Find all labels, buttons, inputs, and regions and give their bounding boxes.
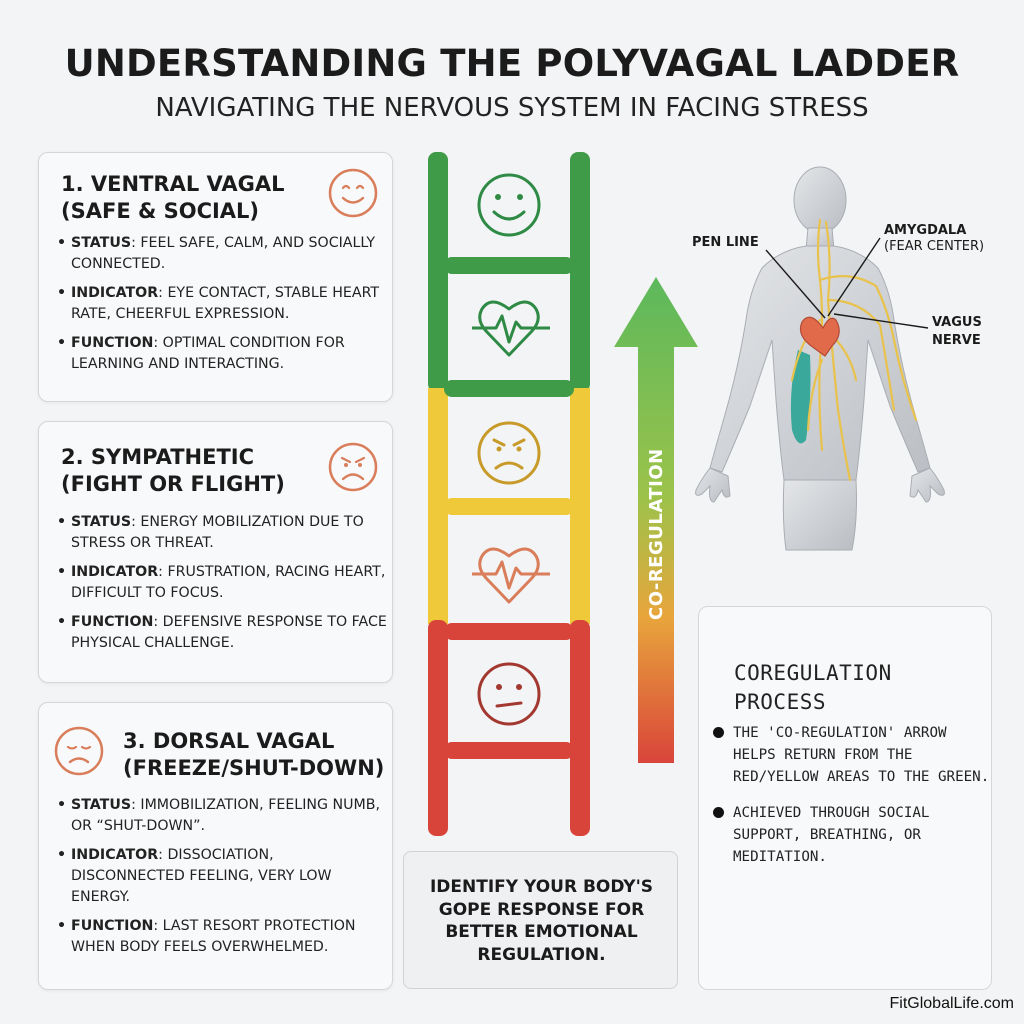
ladder-rung bbox=[444, 623, 574, 640]
ventral-function: FUNCTION: OPTIMAL CONDITION FOR LEARNING… bbox=[57, 333, 387, 375]
sympathetic-card: 2. SYMPATHETIC (FIGHT OR FLIGHT) STATUS:… bbox=[38, 421, 393, 683]
polyvagal-ladder bbox=[428, 152, 590, 836]
ventral-vagal-title-line1: 1. VENTRAL VAGAL bbox=[61, 172, 285, 196]
co-regulation-label: CO-REGULATION bbox=[646, 448, 667, 620]
smiling-face-icon bbox=[328, 168, 378, 218]
dorsal-vagal-title-line2: (FREEZE/SHUT-DOWN) bbox=[123, 756, 385, 780]
ladder-rung bbox=[444, 257, 574, 274]
ventral-vagal-title-line2: (SAFE & SOCIAL) bbox=[61, 199, 260, 223]
dorsal-function: FUNCTION: LAST RESORT PROTECTION WHEN BO… bbox=[57, 916, 387, 958]
human-body-illustration: PEN LINE AMYGDALA (FEAR CENTER) VAGUS NE… bbox=[692, 166, 984, 551]
sad-face-icon bbox=[54, 726, 104, 776]
ladder-rung bbox=[444, 380, 574, 397]
ladder-left-rail bbox=[428, 152, 448, 836]
ladder-heart-green-icon bbox=[472, 300, 550, 357]
summary-box: IDENTIFY YOUR BODY'S GOPE RESPONSE FOR B… bbox=[403, 851, 678, 989]
sympathetic-title: 2. SYMPATHETIC (FIGHT OR FLIGHT) bbox=[61, 444, 285, 498]
sympathetic-indicator: INDICATOR: FRUSTRATION, RACING HEART, DI… bbox=[57, 562, 387, 604]
fear-center-label: (FEAR CENTER) bbox=[884, 239, 984, 254]
coregulation-bullet: ACHIEVED THROUGH SOCIAL SUPPORT, BREATHI… bbox=[711, 802, 991, 868]
dorsal-vagal-title: 3. DORSAL VAGAL (FREEZE/SHUT-DOWN) bbox=[123, 728, 384, 782]
nerve-label: NERVE bbox=[932, 333, 981, 348]
ventral-status: STATUS: FEEL SAFE, CALM, AND SOCIALLY CO… bbox=[57, 233, 387, 275]
ventral-indicator: INDICATOR: EYE CONTACT, STABLE HEART RAT… bbox=[57, 283, 387, 325]
dorsal-indicator: INDICATOR: DISSOCIATION, DISCONNECTED FE… bbox=[57, 845, 387, 908]
teal-muscle-shape bbox=[790, 350, 811, 444]
ladder-rung bbox=[444, 742, 574, 759]
pen-line-label: PEN LINE bbox=[692, 235, 759, 250]
dorsal-status: STATUS: IMMOBILIZATION, FEELING NUMB, OR… bbox=[57, 795, 387, 837]
sympathetic-list: STATUS: ENERGY MOBILIZATION DUE TO STRES… bbox=[57, 512, 387, 662]
angry-face-icon bbox=[328, 442, 378, 492]
coregulation-process-card: COREGULATION PROCESS THE 'CO-REGULATION'… bbox=[698, 606, 992, 990]
page-subtitle: NAVIGATING THE NERVOUS SYSTEM IN FACING … bbox=[155, 93, 869, 123]
ladder-neutral-face-icon bbox=[477, 662, 541, 726]
summary-text: IDENTIFY YOUR BODY'S GOPE RESPONSE FOR B… bbox=[429, 877, 654, 965]
page-title: UNDERSTANDING THE POLYVAGAL LADDER bbox=[64, 42, 960, 85]
ventral-vagal-list: STATUS: FEEL SAFE, CALM, AND SOCIALLY CO… bbox=[57, 233, 387, 383]
ventral-vagal-card: 1. VENTRAL VAGAL (SAFE & SOCIAL) STATUS:… bbox=[38, 152, 393, 402]
dorsal-vagal-list: STATUS: IMMOBILIZATION, FEELING NUMB, OR… bbox=[57, 795, 387, 966]
ladder-heart-orange-icon bbox=[472, 547, 550, 604]
sympathetic-function: FUNCTION: DEFENSIVE RESPONSE TO FACE PHY… bbox=[57, 612, 387, 654]
sympathetic-status: STATUS: ENERGY MOBILIZATION DUE TO STRES… bbox=[57, 512, 387, 554]
coregulation-title: COREGULATION PROCESS bbox=[734, 661, 892, 714]
ladder-smile-icon bbox=[477, 173, 541, 237]
coregulation-list: THE 'CO-REGULATION' ARROW HELPS RETURN F… bbox=[711, 722, 991, 882]
ventral-vagal-title: 1. VENTRAL VAGAL (SAFE & SOCIAL) bbox=[61, 171, 284, 225]
ladder-right-rail bbox=[570, 152, 590, 836]
ladder-angry-face-icon bbox=[477, 421, 541, 485]
ladder-rung bbox=[444, 498, 574, 515]
co-regulation-arrow: CO-REGULATION bbox=[614, 277, 698, 763]
sympathetic-title-line2: (FIGHT OR FLIGHT) bbox=[61, 472, 285, 496]
sympathetic-title-line1: 2. SYMPATHETIC bbox=[61, 445, 255, 469]
dorsal-vagal-card: 3. DORSAL VAGAL (FREEZE/SHUT-DOWN) STATU… bbox=[38, 702, 393, 990]
site-credit: FitGlobalLife.com bbox=[889, 995, 1015, 1012]
vagus-label: VAGUS bbox=[932, 315, 982, 330]
amygdala-label: AMYGDALA bbox=[884, 223, 966, 238]
heart-organ bbox=[799, 316, 840, 357]
label-leader-lines bbox=[765, 237, 929, 329]
coregulation-bullet: THE 'CO-REGULATION' ARROW HELPS RETURN F… bbox=[711, 722, 991, 788]
dorsal-vagal-title-line1: 3. DORSAL VAGAL bbox=[123, 729, 335, 753]
